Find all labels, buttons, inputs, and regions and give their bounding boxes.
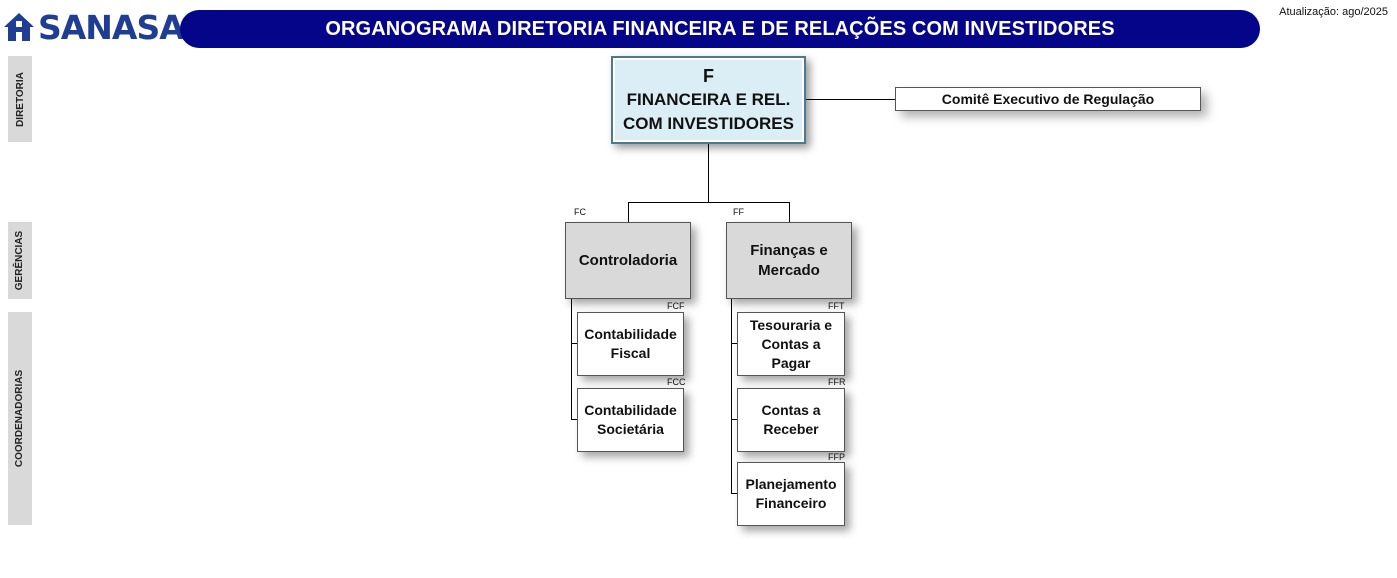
- connector-line: [571, 343, 577, 344]
- coordenadoria-code: FCF: [667, 301, 685, 311]
- connector-line: [571, 419, 577, 420]
- coordenadoria-name: Contas a: [761, 402, 821, 418]
- coordenadoria-name: Planejamento: [745, 476, 837, 492]
- gerencia-code: FC: [574, 207, 586, 217]
- gerencia-code: FF: [733, 207, 744, 217]
- coordenadoria-box-fft: Tesouraria e Contas a Pagar: [737, 312, 845, 376]
- coordenadoria-name: Pagar: [771, 354, 811, 371]
- page-title: ORGANOGRAMA DIRETORIA FINANCEIRA E DE RE…: [180, 10, 1260, 48]
- connector-line: [731, 419, 738, 420]
- connector-line: [806, 99, 895, 100]
- committee-box: Comitê Executivo de Regulação: [895, 87, 1201, 111]
- coordenadoria-box-ffp: Planejamento Financeiro: [737, 462, 845, 526]
- coordenadoria-name: Fiscal: [610, 345, 651, 361]
- logo-text: SANASA: [38, 7, 185, 47]
- logo: SANASA: [3, 6, 185, 48]
- connector-line: [789, 202, 790, 222]
- gerencia-name: Finanças e: [750, 241, 828, 259]
- coordenadoria-box-fcc: Contabilidade Societária: [577, 388, 684, 452]
- coordenadoria-code: FFT: [828, 301, 845, 311]
- diretoria-box: F FINANCEIRA E REL. COM INVESTIDORES: [611, 56, 806, 144]
- level-label-diretoria: DIRETORIA: [8, 56, 32, 142]
- coordenadoria-code: FCC: [667, 377, 686, 387]
- coordenadoria-name: Contabilidade: [584, 326, 677, 342]
- gerencia-name: Controladoria: [578, 251, 678, 269]
- gerencia-box-controladoria: Controladoria: [565, 222, 691, 299]
- coordenadoria-name: Receber: [763, 421, 819, 437]
- coordenadoria-box-fcf: Contabilidade Fiscal: [577, 312, 684, 376]
- connector-line: [628, 202, 790, 203]
- coordenadoria-name: Financeiro: [755, 495, 827, 511]
- coordenadoria-name: Contas a: [761, 335, 821, 352]
- diretoria-code: F: [703, 66, 714, 86]
- connector-line: [731, 299, 732, 494]
- coordenadoria-code: FFR: [828, 377, 846, 387]
- diretoria-name-line1: FINANCEIRA E REL.: [626, 90, 791, 109]
- coordenadoria-box-ffr: Contas a Receber: [737, 388, 845, 452]
- coordenadoria-name: Contabilidade: [584, 402, 677, 418]
- level-label-gerencias: GERÊNCIAS: [8, 222, 32, 299]
- gerencia-name: Mercado: [758, 261, 820, 279]
- level-label-coordenadorias: COORDENADORIAS: [8, 312, 32, 525]
- connector-line: [571, 299, 572, 419]
- connector-line: [708, 144, 709, 202]
- coordenadoria-name: Societária: [597, 421, 664, 437]
- coordenadoria-code: FFP: [828, 452, 845, 462]
- update-date: Atualização: ago/2025: [1279, 6, 1388, 18]
- coordenadoria-name: Tesouraria e: [749, 316, 833, 333]
- connector-line: [628, 202, 629, 222]
- connector-line: [731, 493, 738, 494]
- house-icon: [4, 13, 34, 41]
- connector-line: [731, 343, 738, 344]
- diretoria-name-line2: COM INVESTIDORES: [623, 114, 794, 133]
- gerencia-box-financas: Finanças e Mercado: [726, 222, 852, 299]
